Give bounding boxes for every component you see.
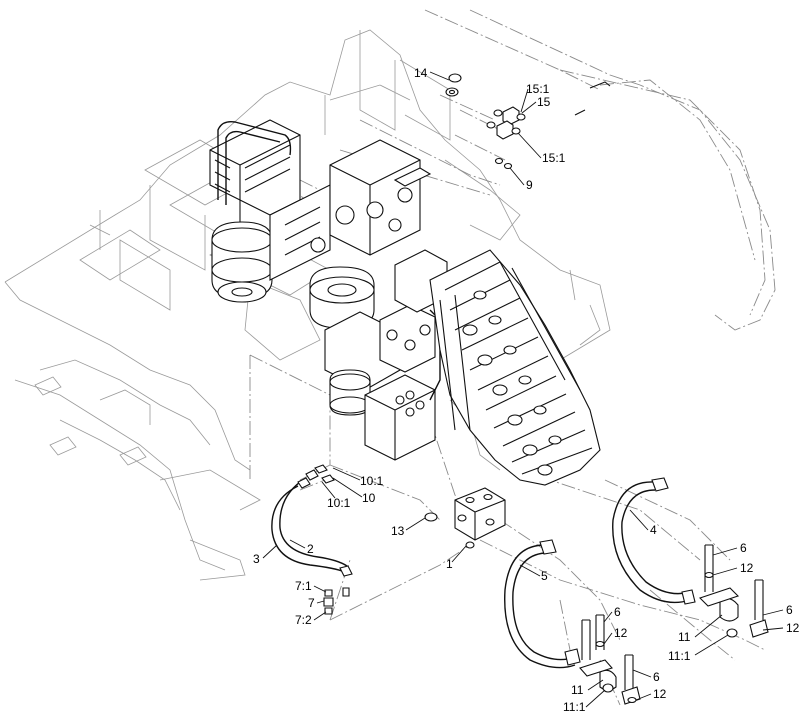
callout-6: 6 [653,670,660,684]
callout-10-1: 10:1 [360,474,384,488]
callout-12: 12 [653,687,667,701]
callout-11: 11 [678,630,691,644]
left-hose-assembly [271,464,353,615]
manifold-block [424,487,506,549]
callout-11-1: 11:1 [668,649,691,663]
motor-assembly-center [309,139,448,461]
callout-14: 14 [414,66,428,80]
callout-6: 6 [786,603,793,617]
callout-13: 13 [391,524,405,538]
callout-6: 6 [614,605,621,619]
callout-11: 11 [571,683,584,697]
callout-10: 10 [362,491,376,505]
callout-12: 12 [786,621,800,635]
right-hose-4 [612,477,769,638]
right-hose-5 [504,539,641,705]
energy-chain-track [429,249,601,486]
callout-9: 9 [526,178,533,192]
callout-15: 15 [537,95,551,109]
callout-15-1: 15:1 [542,151,566,165]
callout-7-2: 7:2 [295,613,312,627]
callout-10-1: 10:1 [327,496,351,510]
callout-11-1: 11:1 [563,700,586,714]
callout-15-1: 15:1 [526,82,550,96]
callout-7: 7 [308,596,315,610]
callout-1: 1 [446,557,453,571]
callout-6: 6 [740,541,747,555]
callout-5: 5 [541,569,548,583]
callout-4: 4 [650,523,657,537]
top-fittings [445,73,611,170]
callout-7-1: 7:1 [295,579,312,593]
callout-3: 3 [253,552,260,566]
leader-lines [262,71,784,708]
callout-2: 2 [307,542,314,556]
motor-assembly-left [209,119,331,303]
callout-12: 12 [614,626,628,640]
callout-12: 12 [740,561,754,575]
